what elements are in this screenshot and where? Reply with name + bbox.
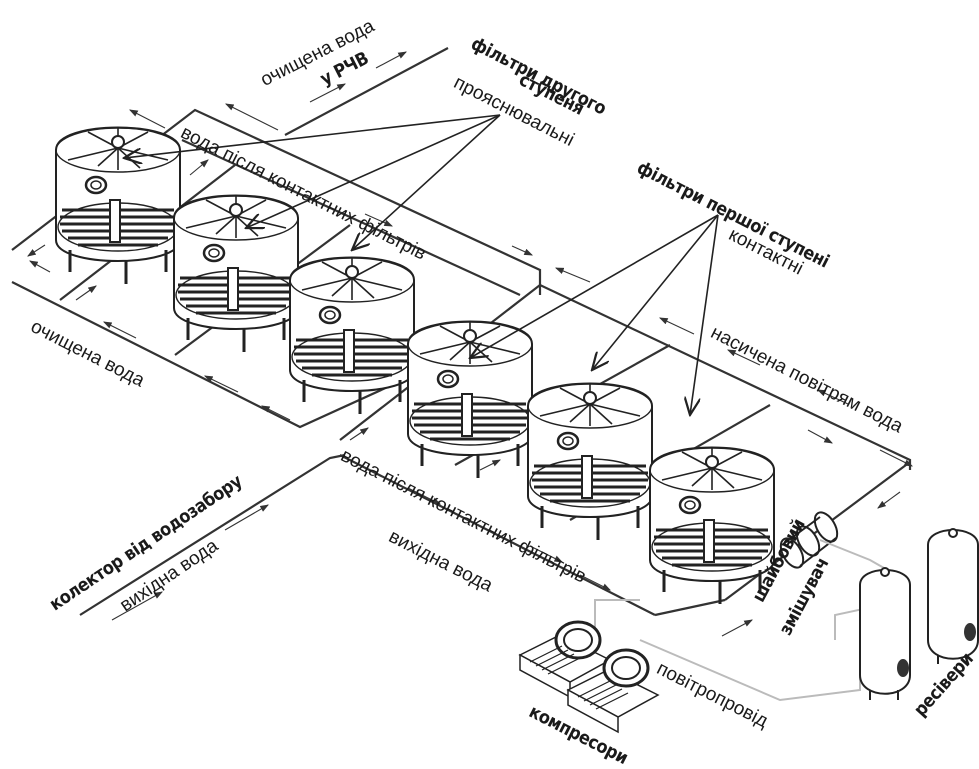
- filter-tank: [288, 256, 416, 416]
- receiver-tank: [859, 567, 911, 700]
- compressors-group: [518, 620, 660, 734]
- filter-station-diagram: [11, 47, 979, 734]
- filter-tank: [54, 126, 182, 286]
- leader-lines: [124, 114, 719, 415]
- washer-mixer: [779, 511, 839, 569]
- filter-tank: [172, 194, 300, 354]
- compressor: [566, 648, 660, 734]
- second-stage-pipes: [11, 47, 542, 429]
- filter-tank: [526, 382, 654, 542]
- receiver-tank: [927, 528, 979, 664]
- filter-tank: [406, 320, 534, 480]
- receivers-group: [859, 528, 979, 700]
- compressor: [518, 620, 612, 699]
